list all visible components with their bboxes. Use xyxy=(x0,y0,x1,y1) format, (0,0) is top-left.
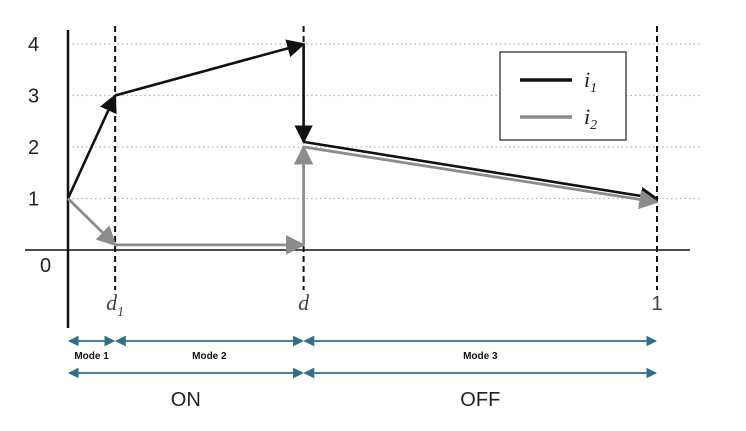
legend-box xyxy=(499,51,627,141)
mode-label: Mode 3 xyxy=(463,351,498,362)
current-series xyxy=(66,39,659,255)
x-tick-main: d xyxy=(106,290,118,315)
x-tick-label: d1 xyxy=(106,290,124,320)
legend-label-i2: i2 xyxy=(584,104,597,133)
mode-label: Mode 1 xyxy=(74,351,109,362)
series-i2-arrow xyxy=(67,197,117,247)
series-i2 xyxy=(67,145,659,255)
series-i1-arrow xyxy=(66,93,117,200)
x-tick-label: 1 xyxy=(651,293,662,315)
x-tick-subscript: 1 xyxy=(117,305,124,320)
legend: i1 i2 xyxy=(499,51,627,141)
mode-annotations: Mode 1 Mode 2 Mode 3 xyxy=(67,335,658,362)
legend-label-i1: i1 xyxy=(584,67,597,96)
series-i2-arrow xyxy=(303,145,659,210)
state-label: OFF xyxy=(460,389,500,411)
y-tick-label: 3 xyxy=(28,86,39,108)
x-tick-main: 1 xyxy=(651,293,662,315)
y-tick-label: 2 xyxy=(28,137,39,159)
y-tick-labels: 0 1 2 3 4 xyxy=(28,34,51,277)
state-label: ON xyxy=(171,389,201,411)
y-tick-label: 0 xyxy=(40,255,51,277)
on-off-annotations: ON OFF xyxy=(67,367,658,411)
y-tick-label: 4 xyxy=(28,34,39,56)
x-tick-main: d xyxy=(298,290,310,315)
x-tick-label: d xyxy=(298,290,310,315)
series-i1-arrow xyxy=(303,140,659,205)
y-tick-label: 1 xyxy=(28,189,39,211)
series-i1-arrow xyxy=(114,39,306,97)
mode-label: Mode 2 xyxy=(192,351,227,362)
series-i1 xyxy=(66,39,659,205)
